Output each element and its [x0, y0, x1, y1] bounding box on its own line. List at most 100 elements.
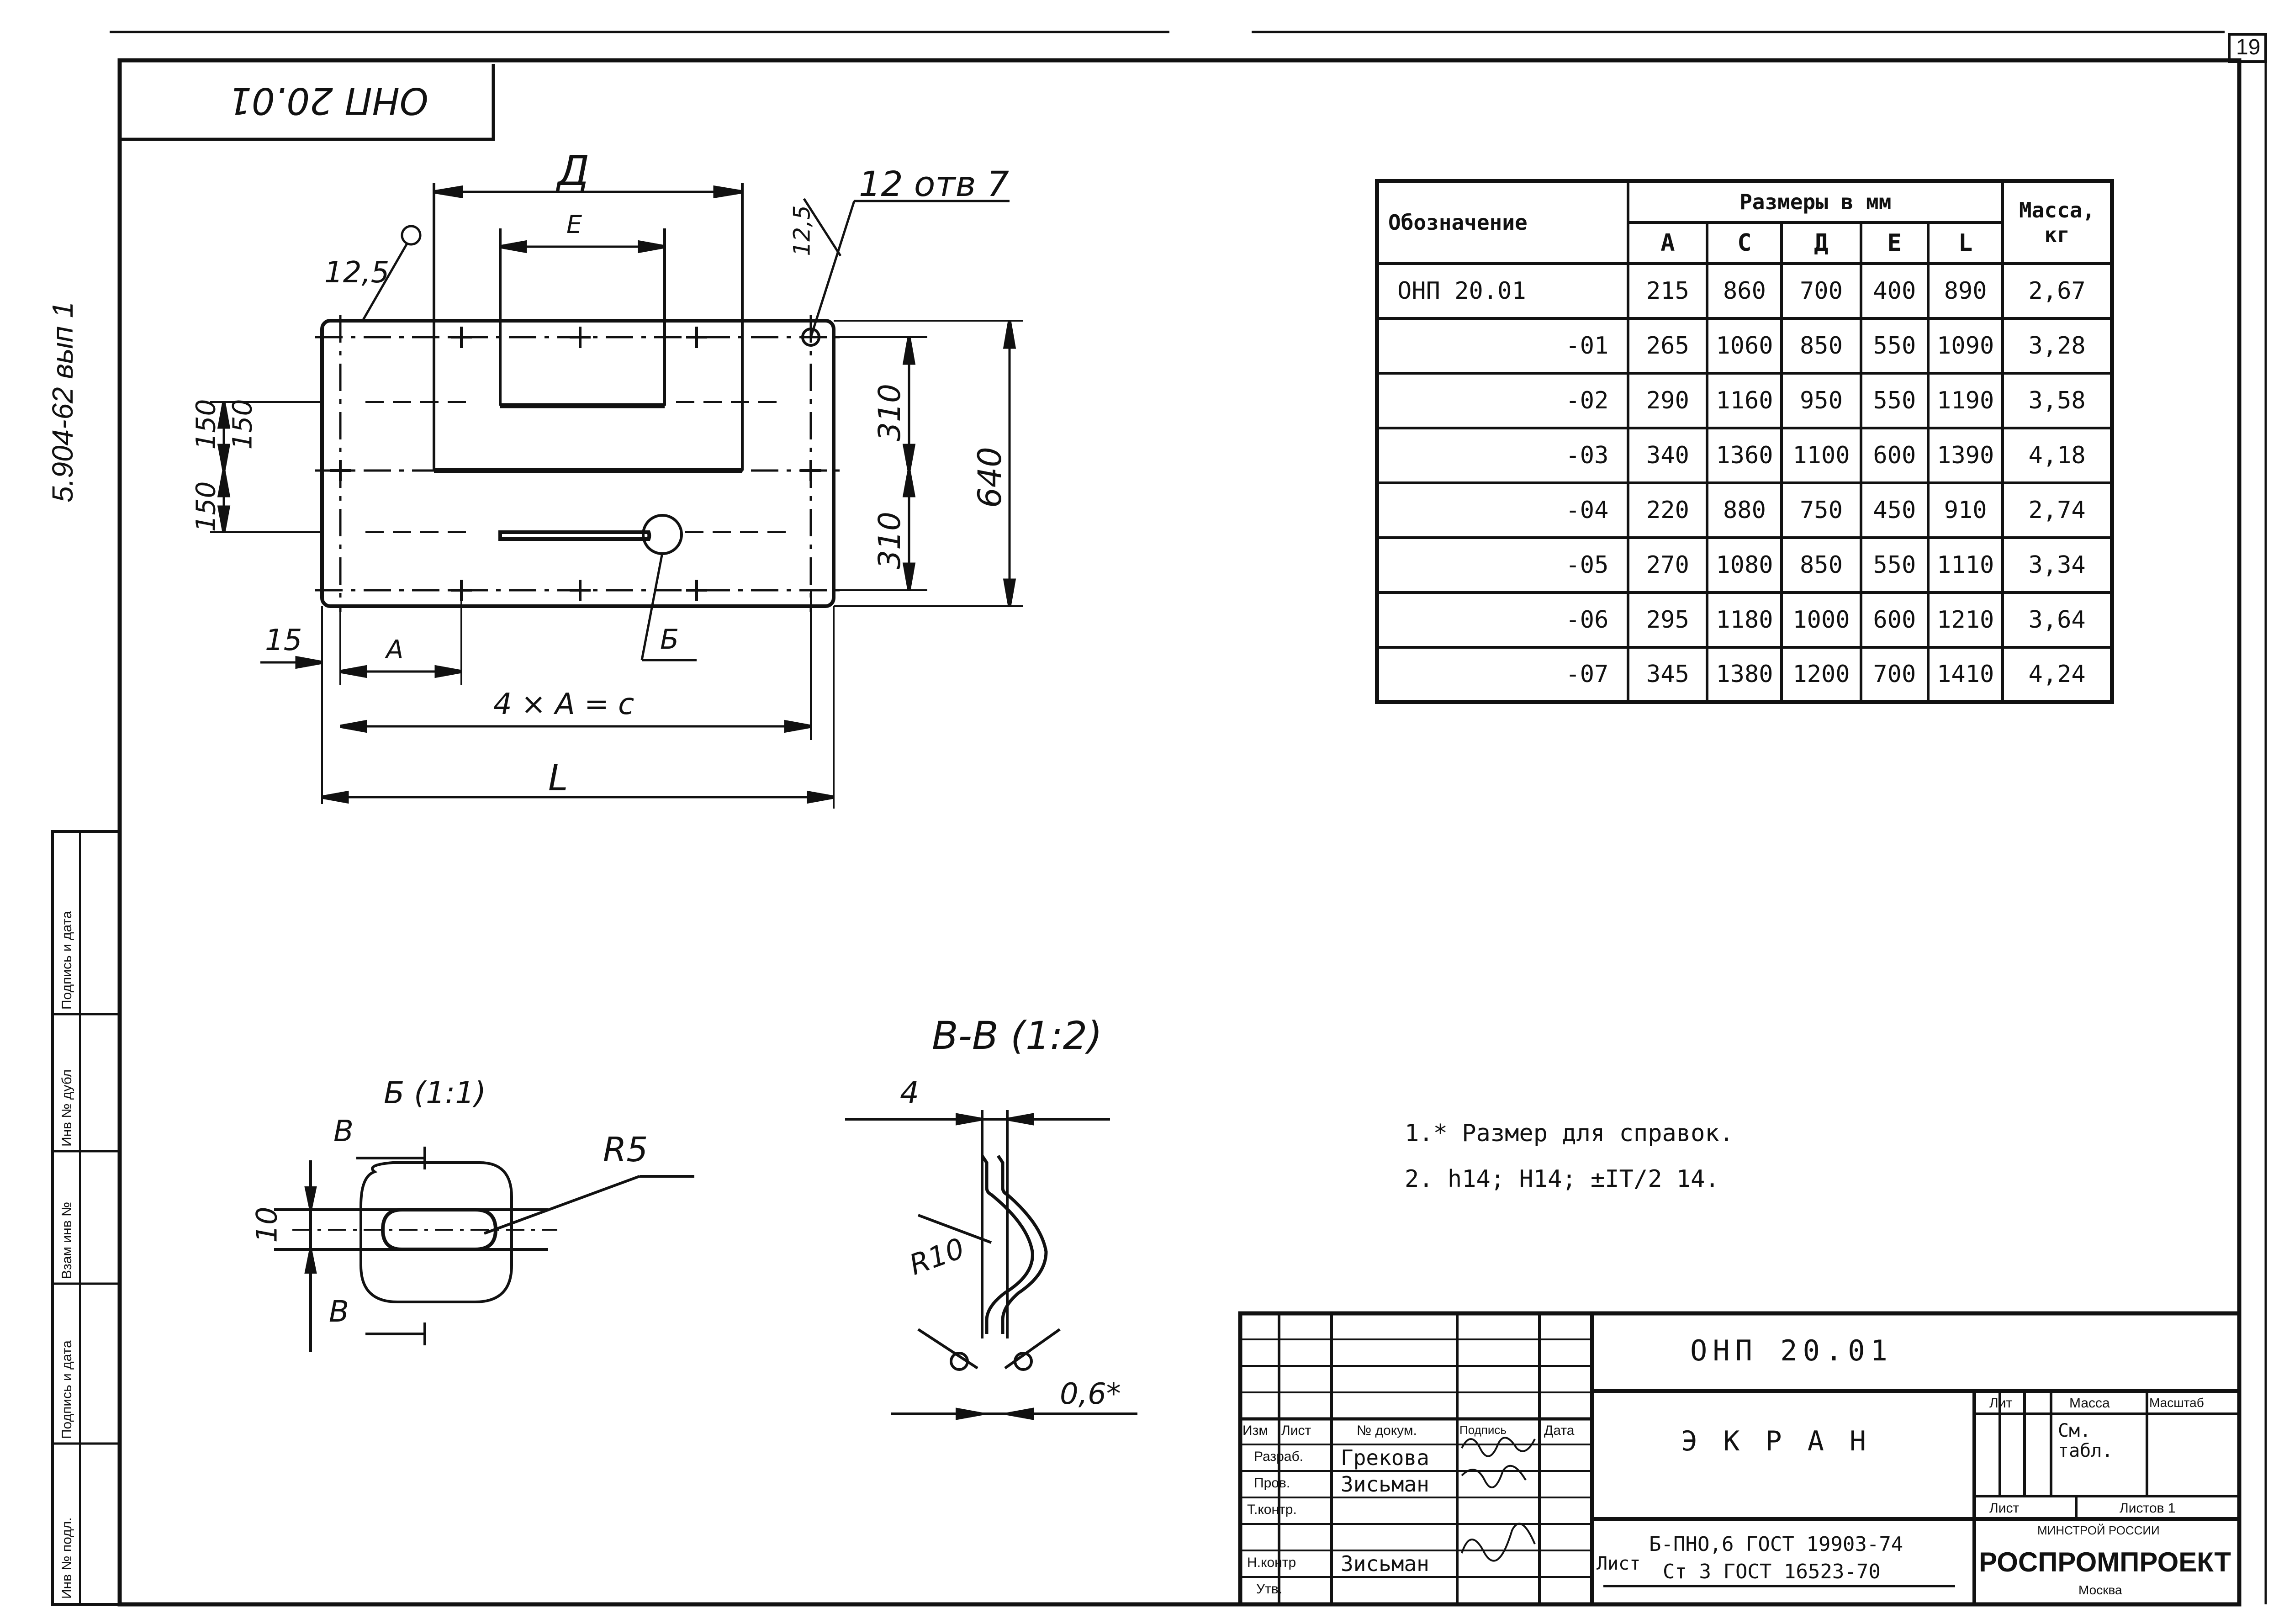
cell-value: 860 — [1706, 262, 1783, 320]
header-sizes: Размеры в мм — [1627, 180, 2004, 224]
cell-value: 3,34 — [2001, 536, 2114, 594]
cell-value: 450 — [1859, 481, 1930, 539]
cell-value: 3,28 — [2001, 317, 2114, 375]
cell-value: 1190 — [1927, 371, 2004, 429]
cell-value: 2,74 — [2001, 481, 2114, 539]
cell-value: 550 — [1859, 317, 1930, 375]
side-stamp-vzam: Взам инв № — [59, 1201, 74, 1279]
cut-mark-top: В — [333, 1115, 354, 1148]
dim-15: 15 — [265, 624, 302, 657]
cell-value: 600 — [1859, 591, 1930, 649]
dim-310-bottom: 310 — [872, 512, 907, 569]
tb-role-prov: Пров. — [1254, 1476, 1290, 1491]
cell-value: 750 — [1780, 481, 1862, 539]
section-thickness: 0,6* — [1060, 1377, 1121, 1411]
note-1: 1.* Размер для справок. — [1405, 1120, 1734, 1147]
tb-hdr-list: Лист — [1281, 1423, 1311, 1438]
header-col: А — [1627, 221, 1709, 265]
side-code: 5.904-62 вып 1 — [46, 302, 79, 503]
cell-value: 880 — [1706, 481, 1783, 539]
tb-role-tkontr: Т.контр. — [1247, 1502, 1297, 1517]
cell-designation: -07 — [1375, 645, 1630, 704]
tb-role-nkontr: Н.контр — [1247, 1555, 1296, 1570]
header-col: С — [1706, 221, 1783, 265]
dim-l-label: L — [548, 758, 568, 799]
tb-lit: Лит — [1989, 1396, 2013, 1411]
header-col: L — [1927, 221, 2004, 265]
tb-designation: ОНП 20.01 — [1690, 1334, 1893, 1367]
cell-value: 265 — [1627, 317, 1709, 375]
cell-value: 890 — [1927, 262, 2004, 320]
header-col: Е — [1859, 221, 1930, 265]
header-mass: Масса, кг — [2001, 180, 2114, 265]
cell-value: 3,64 — [2001, 591, 2114, 649]
cell-value: 1110 — [1927, 536, 2004, 594]
cell-value: 1080 — [1706, 536, 1783, 594]
cell-value: 345 — [1627, 645, 1709, 704]
cell-value: 3,58 — [2001, 371, 2114, 429]
cell-value: 850 — [1780, 317, 1862, 375]
note-2: 2. h14; Н14; ±IT/2 14. — [1405, 1165, 1719, 1193]
cell-value: 1100 — [1780, 426, 1862, 484]
tb-city: Москва — [2078, 1583, 2122, 1597]
tb-hdr-date: Дата — [1544, 1423, 1575, 1438]
side-stamp-inv-podl: Инв № подл. — [59, 1517, 74, 1599]
cell-designation: ОНП 20.01 — [1375, 262, 1630, 320]
tb-mass-value: См. табл. — [2058, 1420, 2113, 1461]
tb-name-razrab: Грекова — [1341, 1445, 1429, 1470]
tb-role-utv: Утв. — [1256, 1582, 1283, 1597]
side-stamp-sign-date-1: Подпись и дата — [59, 1340, 74, 1439]
dim-a-label: А — [386, 635, 404, 665]
tb-name: Э К Р А Н — [1681, 1425, 1871, 1457]
tb-ministry: МИНСТРОЙ РОССИИ — [2037, 1523, 2160, 1537]
cell-value: 550 — [1859, 536, 1930, 594]
section-vv-title: В-В (1:2) — [932, 1013, 1102, 1058]
cell-value: 1060 — [1706, 317, 1783, 375]
dim-d-label: Д — [557, 147, 590, 195]
section-dim-4: 4 — [900, 1075, 919, 1111]
tb-material-1: Б-ПНО,6 ГОСТ 19903-74 — [1649, 1533, 1903, 1556]
dim-150-left: 150 — [190, 399, 222, 450]
header-designation: Обозначение — [1375, 180, 1630, 265]
tb-sheet: Лист — [1989, 1501, 2020, 1516]
dim-150-left-2: 150 — [190, 481, 222, 532]
dim-310-top: 310 — [872, 384, 907, 441]
cell-value: 1410 — [1927, 645, 2004, 704]
dim-150-left-3: 150 — [227, 399, 258, 450]
cell-value: 1090 — [1927, 317, 2004, 375]
cell-value: 850 — [1780, 536, 1862, 594]
callout-b: Б — [660, 624, 679, 656]
cell-value: 400 — [1859, 262, 1930, 320]
dim-e-label: E — [566, 210, 582, 239]
tb-name-nkontr: Зисьман — [1341, 1551, 1429, 1576]
page-number: 19 — [2236, 35, 2261, 59]
cell-value: 220 — [1627, 481, 1709, 539]
detail-b-dim-10: 10 — [250, 1206, 284, 1243]
cell-value: 1200 — [1780, 645, 1862, 704]
dim-4xa: 4 × А = с — [493, 688, 634, 721]
tb-org: РОСПРОМПРОЕКТ — [1979, 1547, 2231, 1577]
cell-value: 1180 — [1706, 591, 1783, 649]
cell-value: 4,18 — [2001, 426, 2114, 484]
cut-mark-bottom: В — [329, 1295, 349, 1329]
cell-value: 2,67 — [2001, 262, 2114, 320]
detail-b-title: Б (1:1) — [384, 1075, 486, 1111]
cell-value: 910 — [1927, 481, 2004, 539]
tb-scale: Масштаб — [2149, 1396, 2204, 1410]
detail-b-radius: R5 — [603, 1130, 648, 1169]
tb-material-2: Ст 3 ГОСТ 16523-70 — [1663, 1560, 1881, 1583]
cell-designation: -04 — [1375, 481, 1630, 539]
cell-value: 1390 — [1927, 426, 2004, 484]
tb-role-razrab: Разраб. — [1254, 1449, 1304, 1464]
cell-value: 270 — [1627, 536, 1709, 594]
cell-value: 1000 — [1780, 591, 1862, 649]
tb-hdr-sign: Подпись — [1459, 1423, 1507, 1437]
cell-value: 1210 — [1927, 591, 2004, 649]
